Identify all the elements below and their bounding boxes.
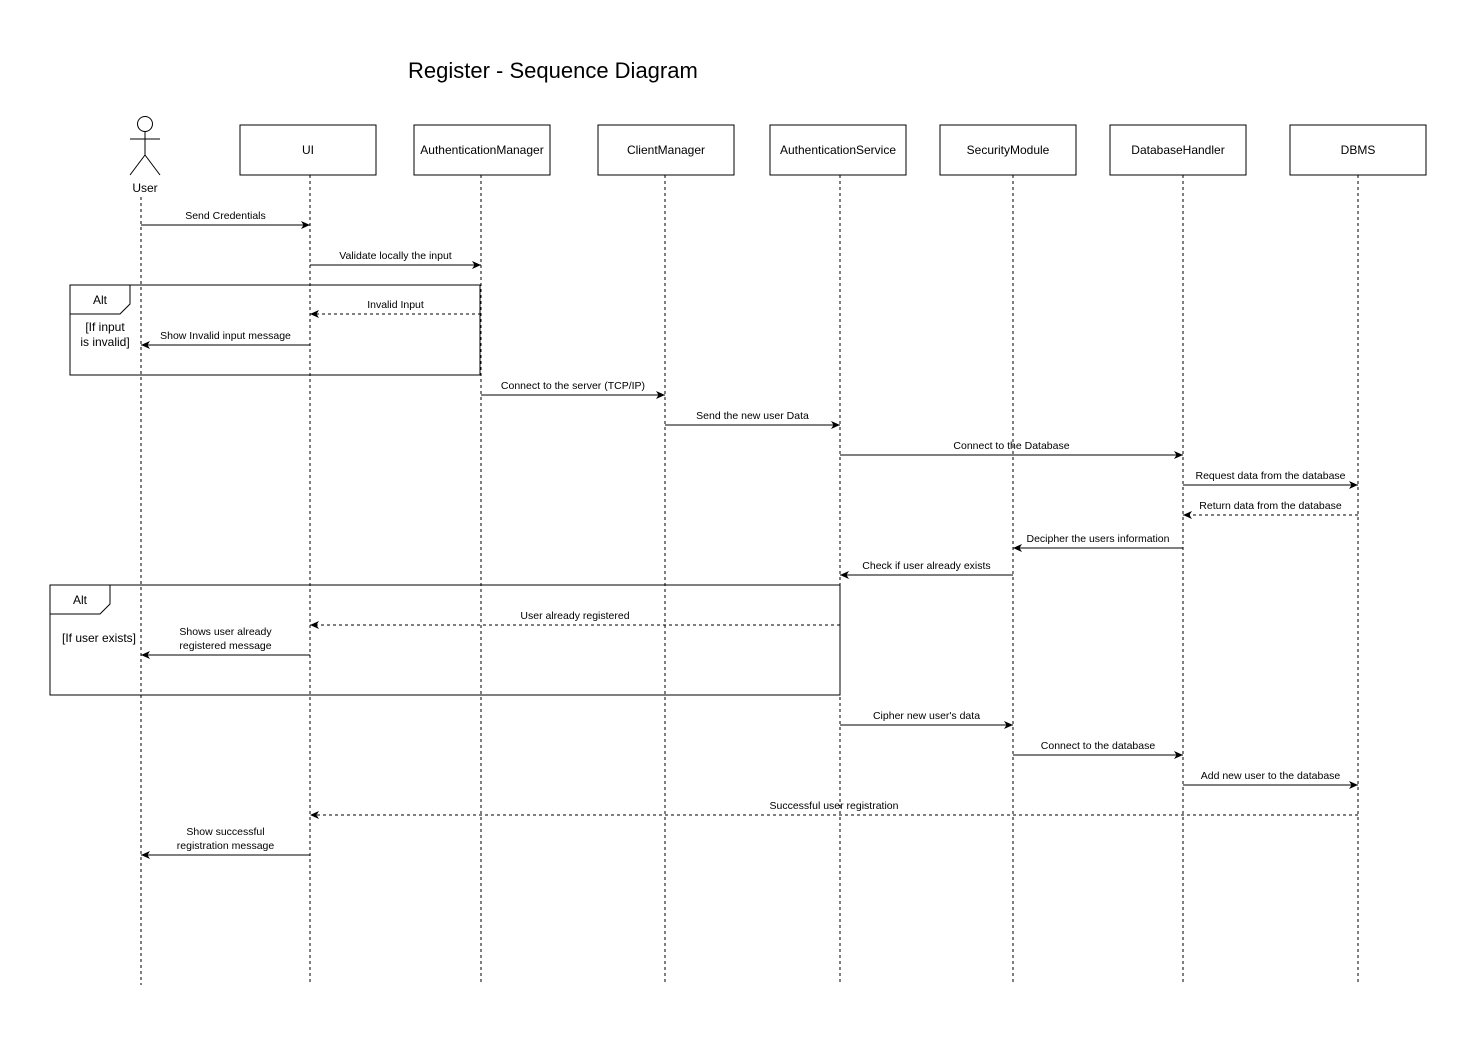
participant-label: AuthenticationService: [780, 143, 896, 157]
participant-box: [597, 124, 735, 176]
participant-box: [1289, 124, 1427, 176]
participant-box: [413, 124, 551, 176]
message-label: Send Credentials: [185, 210, 266, 222]
participant-box: [239, 124, 377, 176]
participant-label: UI: [302, 143, 314, 157]
participant-label: AuthenticationManager: [420, 143, 543, 157]
participant-secmod: SecurityModule: [939, 124, 1077, 985]
participant-box: [769, 124, 907, 176]
message: Return data from the database: [1183, 500, 1358, 519]
fragment-tab: [70, 285, 131, 315]
message: Send Credentials: [141, 210, 310, 229]
message-label: User already registered: [520, 610, 629, 622]
fragment-operator: Alt: [93, 293, 108, 307]
participant-label: ClientManager: [627, 143, 705, 157]
fragment-tab: [50, 585, 111, 615]
message: Connect to the server (TCP/IP): [481, 380, 665, 399]
actor-figure: [129, 116, 161, 176]
message: Cipher new user's data: [840, 710, 1013, 729]
message-label: Invalid Input: [367, 299, 424, 311]
diagram-title: Register - Sequence Diagram: [408, 58, 698, 83]
participant-label: User: [132, 181, 157, 195]
participant-label: DBMS: [1341, 143, 1376, 157]
participant-dbhandler: DatabaseHandler: [1109, 124, 1247, 985]
message-label: Connect to the server (TCP/IP): [501, 380, 645, 392]
message: Request data from the database: [1183, 470, 1358, 489]
fragment-condition: [If user exists]: [62, 631, 136, 645]
participant-label: DatabaseHandler: [1131, 143, 1224, 157]
fragment-operator: Alt: [73, 593, 88, 607]
message: Check if user already exists: [840, 560, 1013, 579]
message: Show Invalid input message: [141, 330, 310, 349]
message: Connect to the Database: [840, 440, 1183, 459]
participant-box: [939, 124, 1077, 176]
fragment-frame: [49, 584, 841, 696]
message: Add new user to the database: [1183, 770, 1358, 789]
message: Send the new user Data: [665, 410, 840, 429]
alt-fragment: Alt [If user exists]: [49, 584, 841, 696]
message: Validate locally the input: [310, 250, 481, 269]
message-label: Check if user already exists: [862, 560, 990, 572]
message-label: Request data from the database: [1195, 470, 1345, 482]
message: Decipher the users information: [1013, 533, 1183, 552]
participant-label: SecurityModule: [967, 143, 1050, 157]
lifelines: User UI AuthenticationManager ClientManager…: [129, 116, 1427, 985]
message-label: Decipher the users information: [1027, 533, 1170, 545]
participant-clientmgr: ClientManager: [597, 124, 735, 985]
message: User already registered: [310, 610, 840, 629]
message: Successful user registration: [310, 800, 1358, 819]
message: Invalid Input: [310, 299, 481, 318]
message-label: Connect to the database: [1041, 740, 1156, 752]
participant-dbms: DBMS: [1289, 124, 1427, 985]
message: Connect to the database: [1013, 740, 1183, 759]
message-label: Return data from the database: [1199, 500, 1342, 512]
participant-authsvc: AuthenticationService: [769, 124, 907, 985]
message-label: Connect to the Database: [953, 440, 1069, 452]
message-label: Successful user registration: [770, 800, 899, 812]
message-label: Send the new user Data: [696, 410, 809, 422]
message-label: Cipher new user's data: [873, 710, 980, 722]
message-label: Show Invalid input message: [160, 330, 291, 342]
fragment-frame: [69, 284, 481, 376]
message-label: Validate locally the input: [339, 250, 452, 262]
participant-authmgr: AuthenticationManager: [413, 124, 551, 985]
participant-ui: UI: [239, 124, 377, 985]
message-label: Add new user to the database: [1201, 770, 1341, 782]
participant-box: [1109, 124, 1247, 176]
